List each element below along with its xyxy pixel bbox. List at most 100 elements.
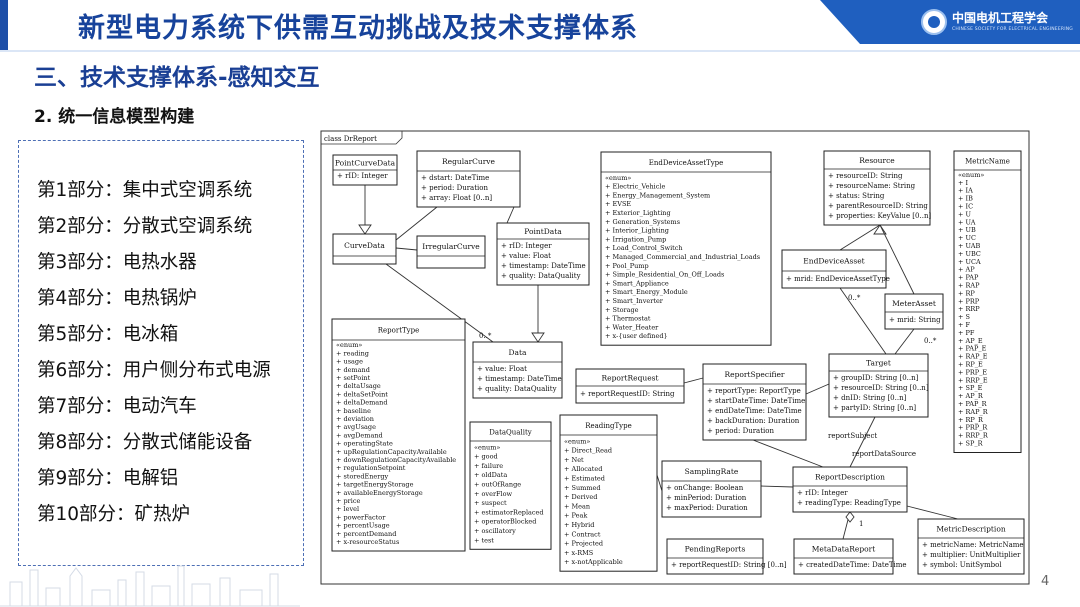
class-name: ReportRequest bbox=[601, 374, 658, 383]
class-attr: + multiplier: UnitMultiplier bbox=[922, 551, 1021, 559]
class-attr: + resourceName: String bbox=[828, 182, 916, 190]
class-attr: «enum» bbox=[564, 437, 590, 445]
class-attr: + price bbox=[336, 497, 360, 505]
class-name: ReportType bbox=[378, 327, 420, 335]
class-attr: + downRegulationCapacityAvailable bbox=[336, 456, 456, 464]
uml-class-MeterAsset: MeterAsset+ mrid: String bbox=[884, 293, 944, 330]
class-attr: + availableEnergyStorage bbox=[336, 489, 423, 497]
class-attr: + targetEnergyStorage bbox=[336, 481, 414, 489]
class-attr: + Summed bbox=[564, 484, 601, 492]
uml-class-EndDeviceAssetType: EndDeviceAssetType«enum»+ Electric_Vehic… bbox=[600, 151, 772, 346]
org-banner bbox=[820, 0, 1080, 44]
assoc-readingtype-sampling bbox=[656, 474, 663, 492]
class-attr: + SP_R bbox=[958, 440, 984, 448]
class-attr: + RRP_E bbox=[958, 376, 988, 384]
class-attr: + Water_Heater bbox=[605, 323, 659, 331]
class-attr: + RAP bbox=[958, 282, 980, 290]
class-attr: + PRP bbox=[958, 297, 980, 305]
slide-title: 新型电力系统下供需互动挑战及技术支撑体系 bbox=[78, 13, 638, 44]
assoc-reportdesc-metricdesc bbox=[906, 505, 959, 520]
uml-class-ReportRequest: ReportRequest+ reportRequestID: String bbox=[575, 368, 685, 404]
class-attr: + Net bbox=[564, 456, 584, 464]
class-box bbox=[828, 353, 929, 418]
class-attr: + level bbox=[336, 505, 359, 513]
class-attr: + IC bbox=[958, 203, 973, 211]
class-attr: + oldData bbox=[474, 471, 507, 479]
subsection-title: 2. 统一信息模型构建 bbox=[34, 107, 195, 127]
class-attr: + x-{user defined} bbox=[605, 332, 668, 340]
class-attr: + timestamp: DateTime bbox=[477, 375, 562, 383]
class-name: IrregularCurve bbox=[422, 242, 480, 251]
class-attr: + Direct_Read bbox=[564, 447, 612, 455]
class-attr: + reportType: ReportType bbox=[707, 387, 801, 395]
class-attr: + avgUsage bbox=[336, 423, 376, 431]
class-name: MetricDescription bbox=[936, 525, 1006, 534]
class-attr: + Hybrid bbox=[564, 521, 594, 529]
part-item: 第5部分：电冰箱 bbox=[37, 324, 179, 345]
class-attr: + Simple_Residential_On_Off_Loads bbox=[605, 271, 724, 279]
class-attr: + Pool_Pump bbox=[605, 262, 649, 270]
assoc-curvedata-data bbox=[385, 263, 494, 343]
org-subtitle: CHINESE SOCIETY FOR ELECTRICAL ENGINEERI… bbox=[952, 27, 1073, 32]
class-attr: + percentDemand bbox=[336, 530, 396, 538]
class-attr: + UA bbox=[958, 218, 976, 226]
part-item: 第8部分：分散式储能设备 bbox=[37, 432, 253, 453]
class-attr: + period: Duration bbox=[707, 427, 774, 435]
class-attr: + Exterior_Lighting bbox=[605, 209, 671, 217]
page-number: 4 bbox=[1041, 574, 1050, 589]
assoc-sampling-reportdesc bbox=[760, 485, 794, 488]
class-attr: + avgDemand bbox=[336, 431, 383, 439]
inherit-irregularcurve bbox=[395, 247, 418, 251]
uml-class-CurveData: CurveData bbox=[332, 233, 397, 265]
class-attr: + PRP_E bbox=[958, 368, 987, 376]
class-attr: + overFlow bbox=[474, 490, 513, 498]
assoc-specifier-reportdesc bbox=[752, 439, 824, 468]
class-attr: «enum» bbox=[474, 443, 500, 451]
class-attr: + operatingState bbox=[336, 440, 393, 448]
class-attr: + startDateTime: DateTime bbox=[707, 397, 805, 405]
class-name: MeterAsset bbox=[892, 299, 936, 308]
class-attr: + Generation_Systems bbox=[605, 218, 680, 226]
uml-class-ReadingType: ReadingType«enum»+ Direct_Read+ Net+ All… bbox=[559, 414, 658, 572]
class-attr: «enum» bbox=[605, 174, 631, 182]
class-attr: + UC bbox=[958, 234, 976, 242]
class-attr: + value: Float bbox=[477, 365, 527, 373]
part-item: 第4部分：电热锅炉 bbox=[37, 288, 197, 309]
multiplicity-label: 0..* bbox=[924, 337, 937, 345]
class-attr: + percentUsage bbox=[336, 522, 390, 530]
inherit-arrowhead bbox=[358, 224, 372, 235]
class-attr: + RP_E bbox=[958, 361, 983, 369]
class-attr: + UAB bbox=[958, 242, 980, 250]
class-box bbox=[472, 341, 563, 399]
class-attr: + x-RMS bbox=[564, 549, 593, 557]
header-bar: 新型电力系统下供需互动挑战及技术支撑体系 中国电机工程学会 CHINESE SO… bbox=[0, 0, 1080, 52]
class-attr: + Contract bbox=[564, 530, 601, 538]
uml-class-PendingReports: PendingReports+ reportRequestID: String … bbox=[666, 538, 787, 575]
class-attr: + createdDateTime: DateTime bbox=[798, 561, 907, 569]
class-name: PendingReports bbox=[685, 545, 746, 554]
class-box bbox=[917, 518, 1025, 575]
class-attr: + period: Duration bbox=[421, 184, 488, 192]
city-skyline-decoration bbox=[0, 565, 300, 607]
class-attr: + Managed_Commercial_and_Industrial_Load… bbox=[605, 253, 760, 261]
class-attr: + status: String bbox=[828, 192, 885, 200]
class-attr: + minPeriod: Duration bbox=[666, 494, 747, 502]
class-attr: + UBC bbox=[958, 250, 981, 258]
assoc-regularcurve-pointdata bbox=[506, 206, 515, 224]
class-attr: + reading bbox=[336, 349, 369, 357]
class-attr: + U bbox=[958, 210, 972, 218]
uml-class-ReportDescription: ReportDescription+ rID: Integer+ reading… bbox=[792, 466, 908, 513]
part-item: 第10部分：矿热炉 bbox=[37, 504, 191, 525]
class-attr: + partyID: String [0..n] bbox=[833, 404, 916, 412]
class-box bbox=[416, 150, 521, 208]
class-box bbox=[702, 363, 807, 441]
class-box bbox=[661, 460, 762, 518]
class-attr: + good bbox=[474, 453, 498, 461]
class-attr: + PAP_R bbox=[958, 400, 988, 408]
header-accent bbox=[0, 0, 8, 52]
class-name: Resource bbox=[859, 156, 895, 165]
csee-logo-icon bbox=[921, 9, 947, 35]
class-name: PointData bbox=[524, 227, 562, 236]
class-attr: + rID: Integer bbox=[337, 172, 388, 180]
class-attr: + Projected bbox=[564, 540, 603, 548]
